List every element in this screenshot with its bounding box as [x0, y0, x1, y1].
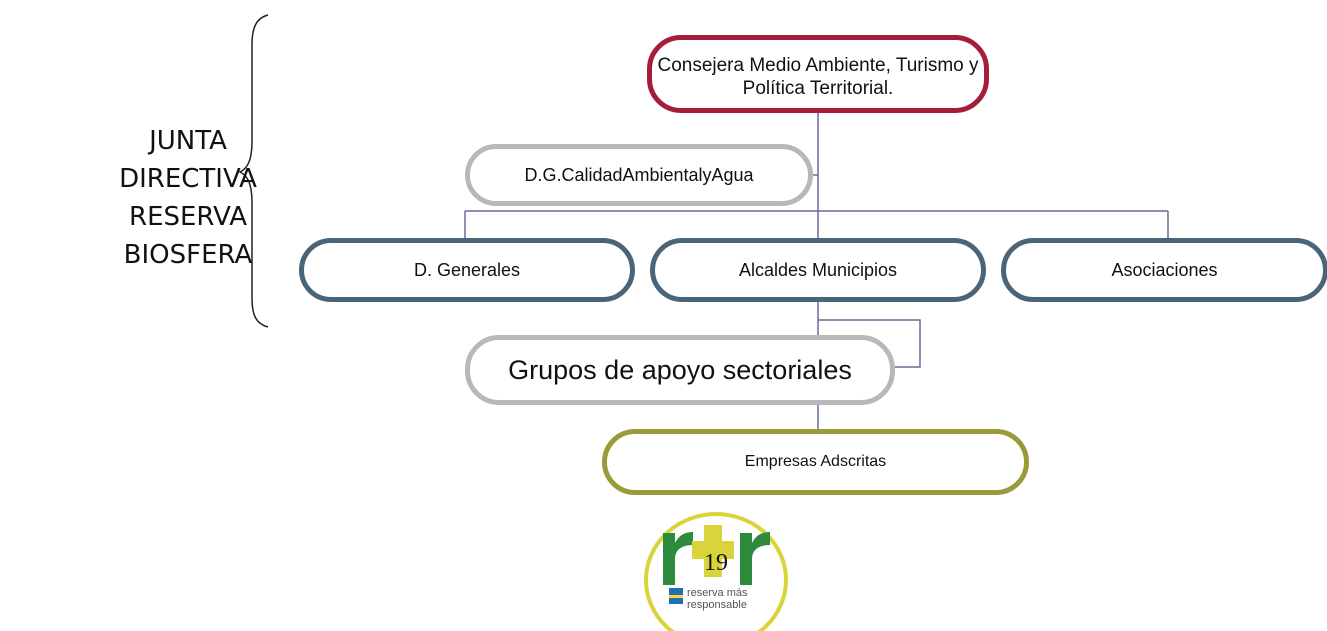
curly-brace	[238, 14, 269, 328]
logo-badge-stripe	[669, 595, 683, 598]
logo-rr: reserva más responsable	[644, 512, 788, 631]
node-grupos-label: Grupos de apoyo sectoriales	[508, 354, 852, 385]
node-consejera-label: Consejera Medio Ambiente, Turismo y Polí…	[657, 55, 979, 99]
node-d-generales-label: D. Generales	[413, 259, 521, 280]
logo-tagline-2: responsable	[687, 599, 747, 611]
junta-line-2: DIRECTIVA	[119, 164, 257, 194]
node-asociaciones-label: Asociaciones	[1111, 259, 1218, 280]
node-empresas: Empresas Adscritas	[602, 429, 1029, 495]
node-d-generales: D. Generales	[299, 238, 635, 302]
logo-plus-horizontal	[692, 541, 734, 559]
node-alcaldes-label: Alcaldes Municipios	[738, 259, 898, 280]
node-dg-calidad-label: D.G.CalidadAmbientalyAgua	[524, 164, 754, 185]
node-empresas-label: Empresas Adscritas	[744, 453, 887, 470]
logo-r-left	[663, 532, 693, 585]
junta-line-4: BIOSFERA	[123, 240, 253, 270]
node-consejera: Consejera Medio Ambiente, Turismo y Polí…	[647, 35, 989, 113]
node-alcaldes: Alcaldes Municipios	[650, 238, 986, 302]
node-dg-calidad: D.G.CalidadAmbientalyAgua	[465, 144, 813, 206]
logo-tagline-1: reserva más	[687, 587, 748, 599]
node-asociaciones: Asociaciones	[1001, 238, 1327, 302]
page-number: 19	[704, 550, 728, 576]
junta-line-1: JUNTA	[149, 126, 227, 156]
junta-line-3: RESERVA	[129, 202, 247, 232]
junta-directiva-label: JUNTA DIRECTIVA RESERVA BIOSFERA	[118, 122, 258, 274]
connector-grupos	[818, 319, 921, 368]
node-grupos: Grupos de apoyo sectoriales	[465, 335, 895, 405]
logo-r-right	[740, 532, 770, 585]
